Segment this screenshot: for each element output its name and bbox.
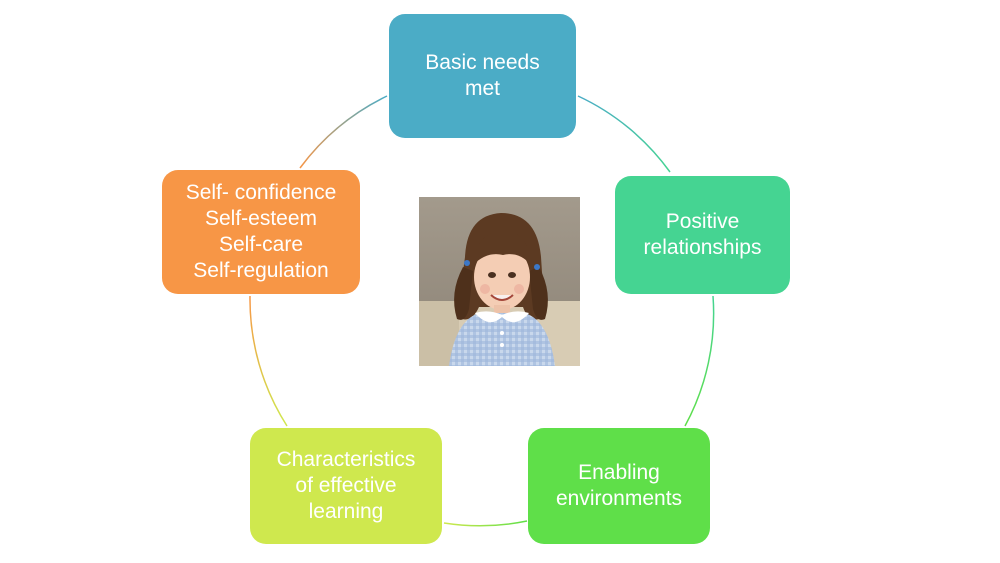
node-line: Self-esteem <box>204 207 318 230</box>
node-line: Self-regulation <box>193 259 329 282</box>
node-line: Self-care <box>218 233 304 256</box>
node-line: met <box>464 77 500 100</box>
node-line: Characteristics <box>276 448 416 471</box>
node-line: Self- confidence <box>185 181 337 204</box>
connector-arc-self-basic <box>299 95 388 169</box>
connector-arc-characteristics-self <box>249 295 288 427</box>
node-line: learning <box>308 500 384 523</box>
center-photo <box>419 197 580 366</box>
node-enabling-environments: Enabling environments <box>528 428 710 544</box>
node-basic-needs-met: Basic needs met <box>389 14 576 138</box>
connector-arc-positive-enabling <box>684 295 715 427</box>
connector-arc-basic-positive <box>577 95 671 173</box>
node-line: environments <box>555 487 683 510</box>
node-line: of effective <box>295 474 397 497</box>
node-line: Enabling <box>578 461 660 484</box>
node-characteristics-of-effective-learning: Characteristics of effective learning <box>250 428 442 544</box>
node-line: Basic needs <box>425 51 540 74</box>
node-line: relationships <box>643 236 762 259</box>
node-line: Positive <box>665 210 740 233</box>
node-positive-relationships: Positive relationships <box>615 176 790 294</box>
node-self-confidence: Self- confidence Self-esteem Self-care S… <box>162 170 360 294</box>
connector-arc-enabling-characteristics <box>443 520 528 527</box>
